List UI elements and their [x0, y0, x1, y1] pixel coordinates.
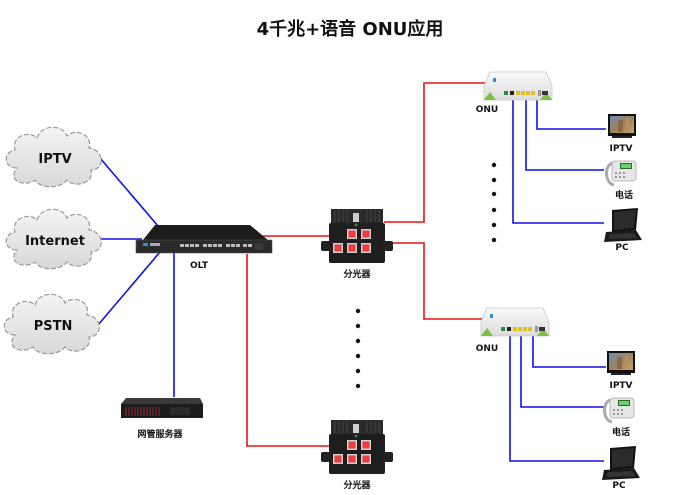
splitter-2: 分光器	[320, 419, 394, 491]
splitter-1: 分光器	[320, 208, 394, 280]
device-label-iptv: IPTV	[609, 381, 632, 391]
splitter-label: 分光器	[343, 268, 371, 280]
tv-icon	[608, 114, 636, 138]
onu1-iptv-link	[536, 97, 606, 130]
iptv-olt-link	[99, 157, 159, 227]
onu-ellipsis	[491, 162, 497, 243]
laptop-icon	[604, 208, 642, 242]
device-label-phone: 电话	[615, 189, 633, 201]
diagram-title: 4千兆+语音 ONU应用	[257, 18, 444, 40]
onu2-device-lines	[509, 334, 606, 462]
cloud-label: Internet	[25, 234, 85, 249]
onu2-iptv-link	[532, 334, 606, 368]
olt-splitter2-link	[246, 254, 332, 447]
onu-label: ONU	[476, 344, 499, 354]
splitter-icon	[320, 419, 394, 475]
cloud-pstn: PSTN	[3, 293, 100, 355]
splitter-ellipsis	[355, 308, 361, 389]
cloud-iptv: IPTV	[5, 126, 102, 188]
management-server: 网管服务器	[121, 398, 203, 440]
onu2-phone-link	[520, 334, 604, 408]
device-label-pc: PC	[612, 481, 626, 491]
device-label-pc: PC	[615, 243, 629, 253]
olt-rack-icon	[135, 225, 273, 254]
tv-icon	[607, 351, 635, 375]
server-label: 网管服务器	[137, 428, 183, 440]
onu-icon	[480, 307, 550, 337]
uplink-lines	[97, 157, 175, 397]
server-icon	[121, 398, 203, 418]
onu1-device-lines	[512, 97, 606, 224]
onu2-pc-link	[509, 334, 604, 462]
cloud-label: IPTV	[38, 152, 71, 167]
phone-icon	[605, 159, 638, 187]
onu-label: ONU	[476, 105, 499, 115]
phone-icon	[603, 396, 636, 424]
pstn-olt-link	[97, 251, 161, 326]
olt-device: OLT	[135, 225, 273, 271]
onu1-pc-link	[512, 97, 604, 224]
onu-1: ONU IPTV 电话 PC	[476, 71, 642, 253]
device-label-phone: 电话	[612, 426, 630, 438]
onu-icon	[483, 71, 553, 101]
device-label-iptv: IPTV	[609, 144, 632, 154]
splitter-label: 分光器	[343, 479, 371, 491]
olt-label: OLT	[190, 261, 209, 271]
splitter-onu2-link	[384, 242, 485, 320]
onu1-phone-link	[525, 97, 604, 171]
laptop-icon	[602, 446, 640, 480]
optical-lines	[246, 82, 485, 447]
splitter-onu1-link	[384, 82, 485, 223]
cloud-internet: Internet	[5, 208, 102, 270]
splitter-icon	[320, 208, 394, 264]
cloud-label: PSTN	[34, 319, 73, 334]
onu-2: ONU IPTV 电话 PC	[476, 307, 640, 491]
